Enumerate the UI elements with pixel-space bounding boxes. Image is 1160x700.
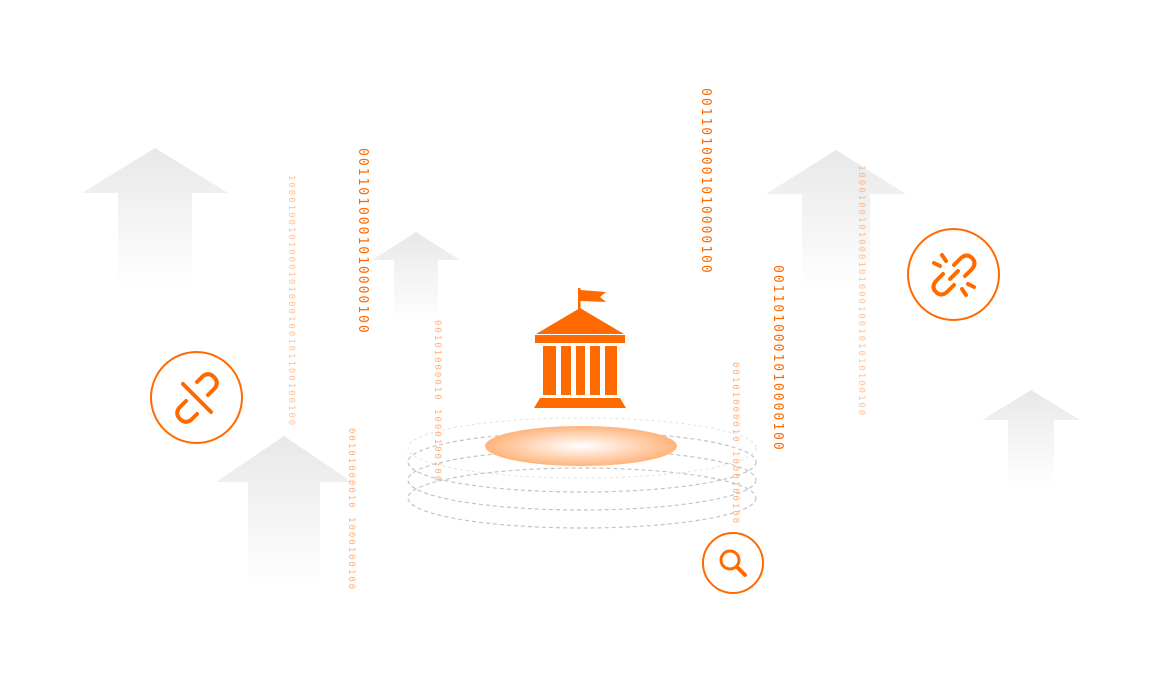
- broken-chain-badge: [907, 228, 1000, 321]
- platform-ring: [407, 417, 757, 479]
- binary-column: 0011010001010000100: [770, 265, 785, 452]
- platform-glow: [485, 426, 677, 466]
- broken-chain-icon: [931, 252, 976, 297]
- up-arrow-right-large: [766, 150, 906, 290]
- binary-column: 1000100101000101000100101010100100: [856, 165, 866, 418]
- up-arrow-left-small: [372, 232, 460, 322]
- up-arrow-left-large: [82, 148, 228, 288]
- bank-building-icon: [534, 288, 626, 408]
- search-badge: [702, 532, 764, 594]
- search-icon: [719, 549, 747, 577]
- binary-column: 00101000010 1000100100: [346, 428, 356, 592]
- platform-ring: [407, 467, 757, 529]
- binary-column: 0011010001010000100: [355, 148, 370, 335]
- binary-column: 1000100101000101000100101100100100: [286, 175, 296, 428]
- binary-column: 0011010001010000100: [698, 88, 713, 275]
- up-arrow-bottom-left: [216, 436, 352, 586]
- broken-link-badge: [150, 351, 243, 444]
- up-arrow-right-small: [982, 390, 1080, 486]
- platform: [407, 417, 757, 529]
- broken-link-icon: [174, 371, 219, 424]
